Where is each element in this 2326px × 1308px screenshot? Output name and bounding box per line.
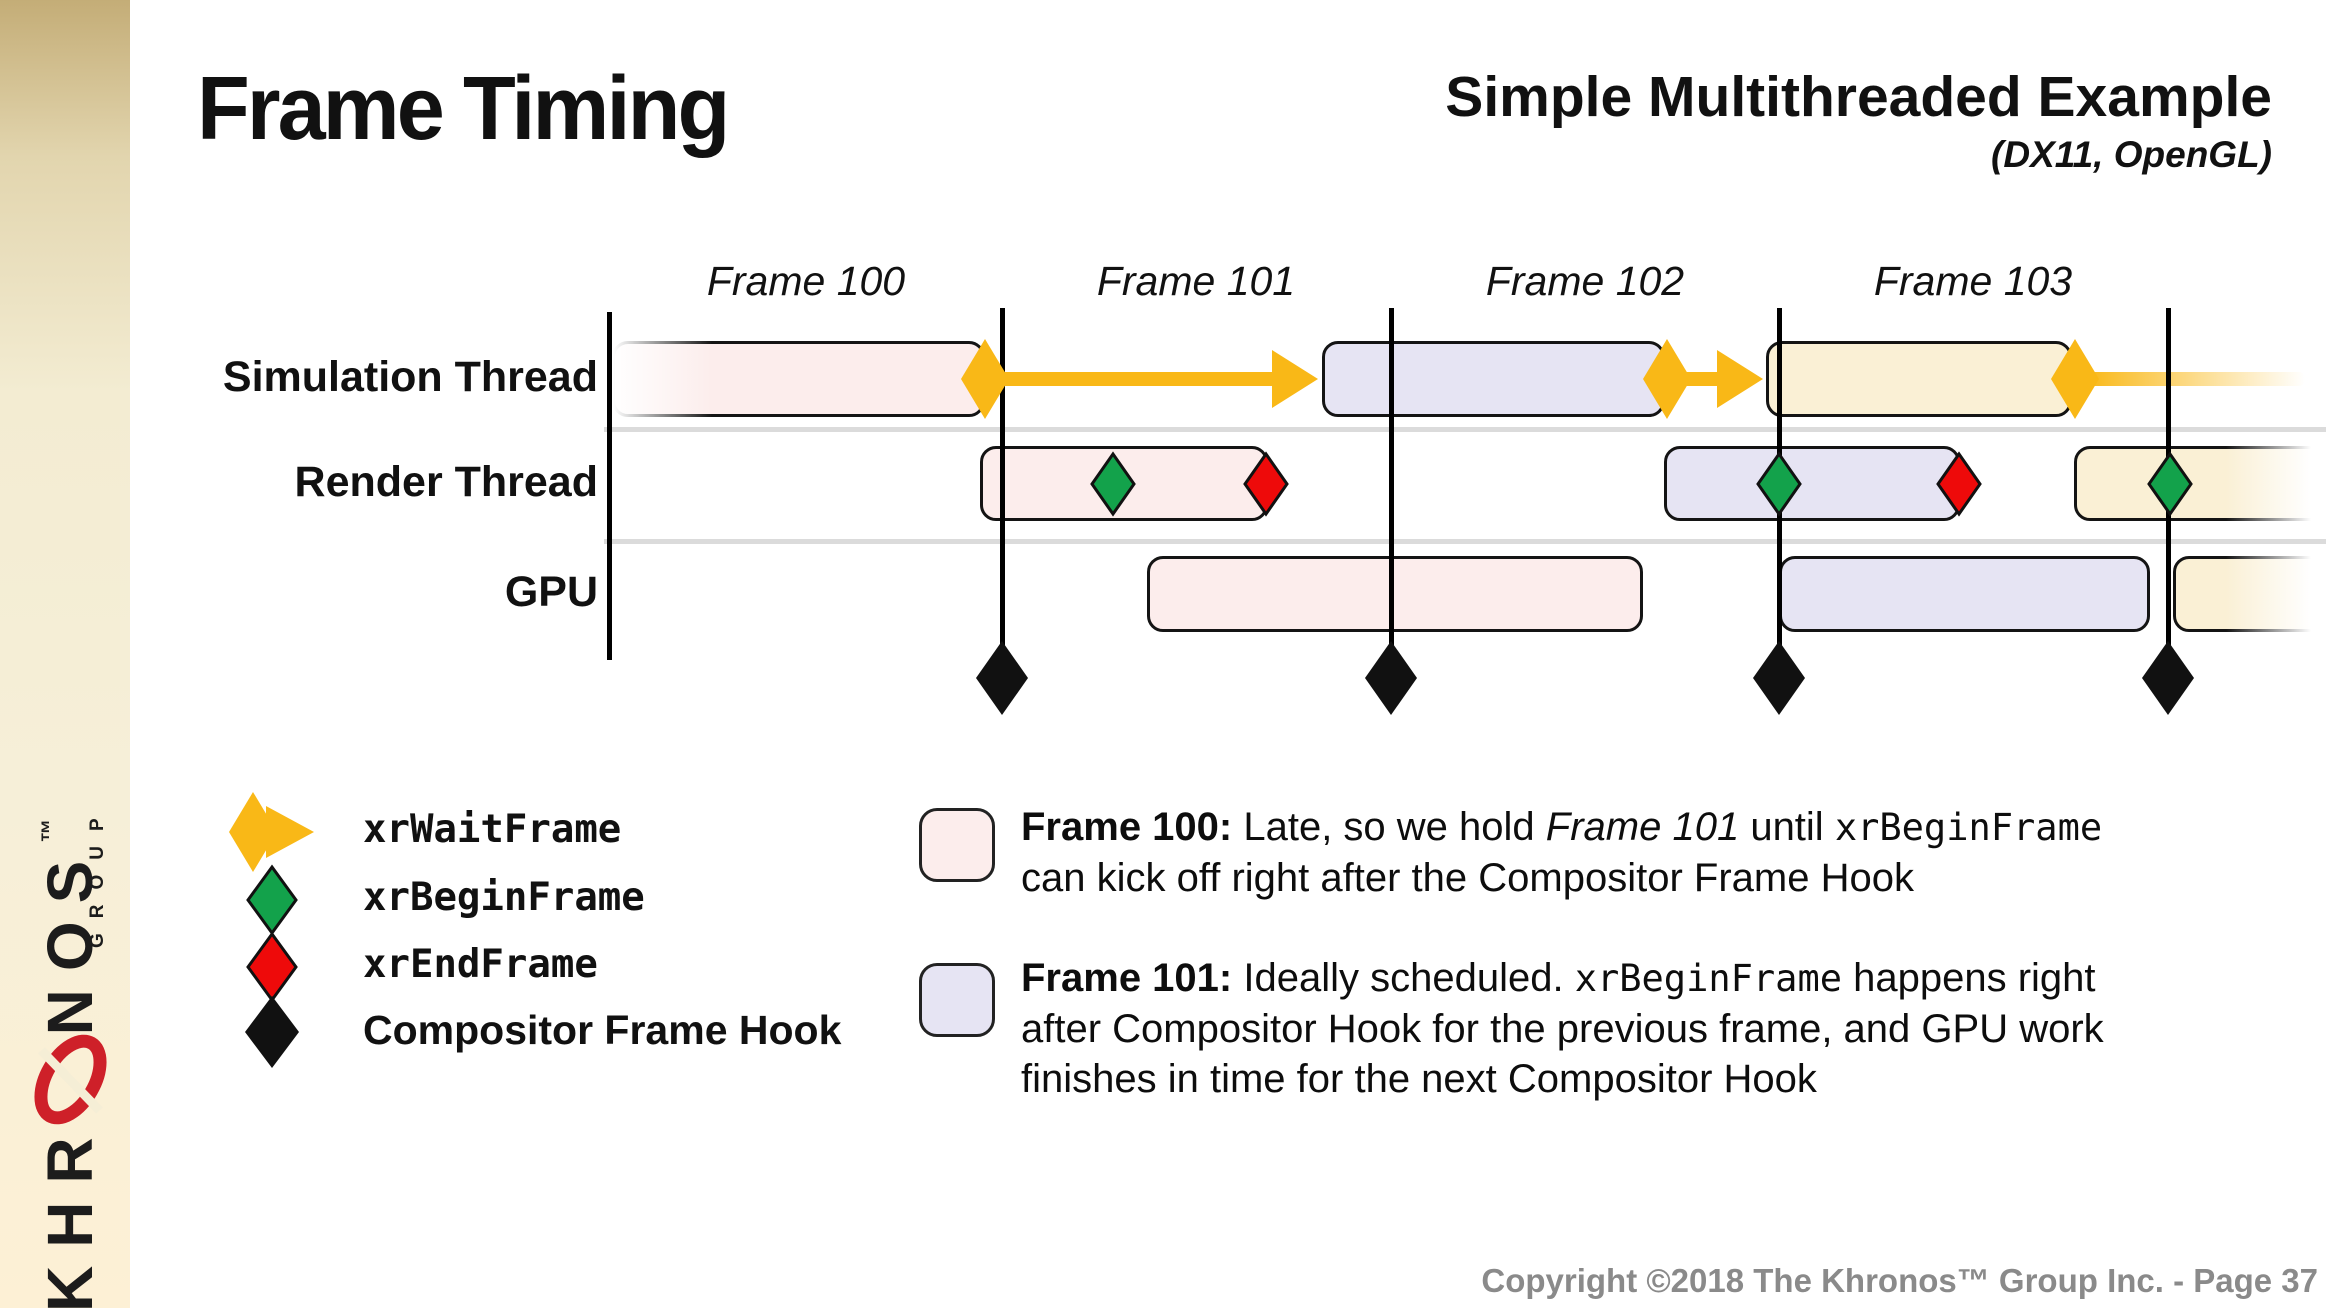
gpu-frame101-bar xyxy=(1779,556,2150,632)
xrwaitframe-diamond xyxy=(1643,339,1691,424)
frame-header: Frame 101 xyxy=(1096,258,1296,304)
xrwaitframe-arrow xyxy=(2085,372,2305,386)
note-text-segment: xrBeginFrame xyxy=(1834,806,2103,849)
row-label: Render Thread xyxy=(294,458,598,506)
note-text-segment: after Compositor Hook for the previous f… xyxy=(1021,1007,2104,1051)
legend-label: xrBeginFrame xyxy=(363,875,645,920)
xrwaitframe-diamond xyxy=(961,339,1009,424)
legend-label: xrEndFrame xyxy=(363,942,598,987)
frame-header: Frame 103 xyxy=(1873,258,2073,304)
slide-subtitle: Simple Multithreaded Example xyxy=(1445,65,2272,129)
xrbeginframe-diamond xyxy=(2146,451,2194,522)
xrendframe-diamond-icon xyxy=(1936,451,1982,517)
sim-frame102-bar xyxy=(1766,341,2072,417)
compositor-hook-diamond xyxy=(2142,641,2194,720)
arrowhead-icon xyxy=(1272,350,1318,408)
note-swatch-lavender xyxy=(919,963,995,1037)
page-title: Frame Timing xyxy=(197,59,730,159)
note-frame-101: Frame 101: Ideally scheduled. xrBeginFra… xyxy=(1021,953,2311,1104)
legend-label: Compositor Frame Hook xyxy=(363,1007,842,1053)
xrendframe-diamond-icon xyxy=(1243,451,1289,517)
diamond-red-icon xyxy=(246,931,298,1003)
xrendframe-diamond xyxy=(1935,451,1983,522)
note-text-segment: until xyxy=(1739,805,1835,849)
compositor-hook-diamond-icon xyxy=(2142,641,2194,715)
xrwaitframe-diamond xyxy=(2051,339,2099,424)
xrendframe-diamond xyxy=(1242,451,1290,522)
xrwaitframe-diamond-icon xyxy=(961,339,1009,419)
frame-header: Frame 102 xyxy=(1485,258,1685,304)
khronos-swoosh-icon xyxy=(33,1027,107,1138)
diamond-black-icon xyxy=(245,996,299,1068)
bar-right-fade xyxy=(2226,550,2326,638)
arrowhead-icon xyxy=(1717,350,1763,408)
note-frame-100: Frame 100: Late, so we hold Frame 101 un… xyxy=(1021,802,2311,903)
row-separator-line xyxy=(604,539,2326,544)
note-text-segment: happens right xyxy=(1842,956,2096,1000)
xrbeginframe-diamond-icon xyxy=(1756,451,1802,517)
row-separator-line xyxy=(604,427,2326,432)
compositor-hook-diamond-icon xyxy=(1365,641,1417,715)
compositor-hook-diamond-icon xyxy=(1753,641,1805,715)
diamond-green-icon xyxy=(246,864,298,936)
row-label: Simulation Thread xyxy=(222,353,598,401)
note-text-segment: Late, so we hold xyxy=(1232,805,1546,849)
note-text-segment: can kick off right after the Compositor … xyxy=(1021,856,1914,900)
render-frame101-bar xyxy=(1664,446,1960,521)
note-text-segment: Frame 101 xyxy=(1545,805,1740,849)
slide-subtitle-detail: (DX11, OpenGL) xyxy=(1991,134,2272,175)
compositor-hook-diamond xyxy=(1753,641,1805,720)
xrwaitframe-diamond-icon xyxy=(2051,339,2099,419)
xrwaitframe-arrowhead xyxy=(1272,350,1318,413)
compositor-line xyxy=(1389,308,1394,660)
legend-label: xrWaitFrame xyxy=(363,807,622,852)
legend-item xyxy=(228,784,316,885)
timeline-axis xyxy=(607,312,612,660)
row-label: GPU xyxy=(504,568,598,616)
xrwaitframe-diamond-icon xyxy=(1643,339,1691,419)
compositor-line xyxy=(1000,308,1005,660)
gpu-frame100-bar xyxy=(1147,556,1643,632)
bar-right-fade xyxy=(2226,440,2326,528)
note-text-segment: Ideally scheduled. xyxy=(1232,956,1575,1000)
wait-arrow-icon xyxy=(229,792,314,872)
legend-item xyxy=(245,864,299,941)
note-text-segment: Frame 100: xyxy=(1021,805,1233,849)
xrwaitframe-arrow xyxy=(995,372,1284,386)
sim-frame101-bar xyxy=(1322,341,1665,417)
compositor-hook-diamond xyxy=(1365,641,1417,720)
xrbeginframe-diamond-icon xyxy=(2147,451,2193,517)
compositor-hook-diamond xyxy=(976,641,1028,720)
xrwaitframe-arrow xyxy=(1677,372,1729,386)
compositor-hook-diamond-icon xyxy=(976,641,1028,715)
note-text-segment: xrBeginFrame xyxy=(1574,957,1842,1000)
xrbeginframe-diamond xyxy=(1755,451,1803,522)
note-text-segment: finishes in time for the next Compositor… xyxy=(1021,1057,1817,1101)
frame-header: Frame 100 xyxy=(706,258,906,304)
legend-item xyxy=(245,996,299,1073)
xrbeginframe-diamond xyxy=(1089,451,1137,522)
xrbeginframe-diamond-icon xyxy=(1090,451,1136,517)
copyright-footer: Copyright ©2018 The Khronos™ Group Inc. … xyxy=(1481,1262,2318,1299)
xrwaitframe-arrowhead xyxy=(1717,350,1763,413)
note-text-segment: Frame 101: xyxy=(1021,956,1233,1000)
bar-left-fade xyxy=(600,334,712,424)
note-swatch-pink xyxy=(919,808,995,882)
